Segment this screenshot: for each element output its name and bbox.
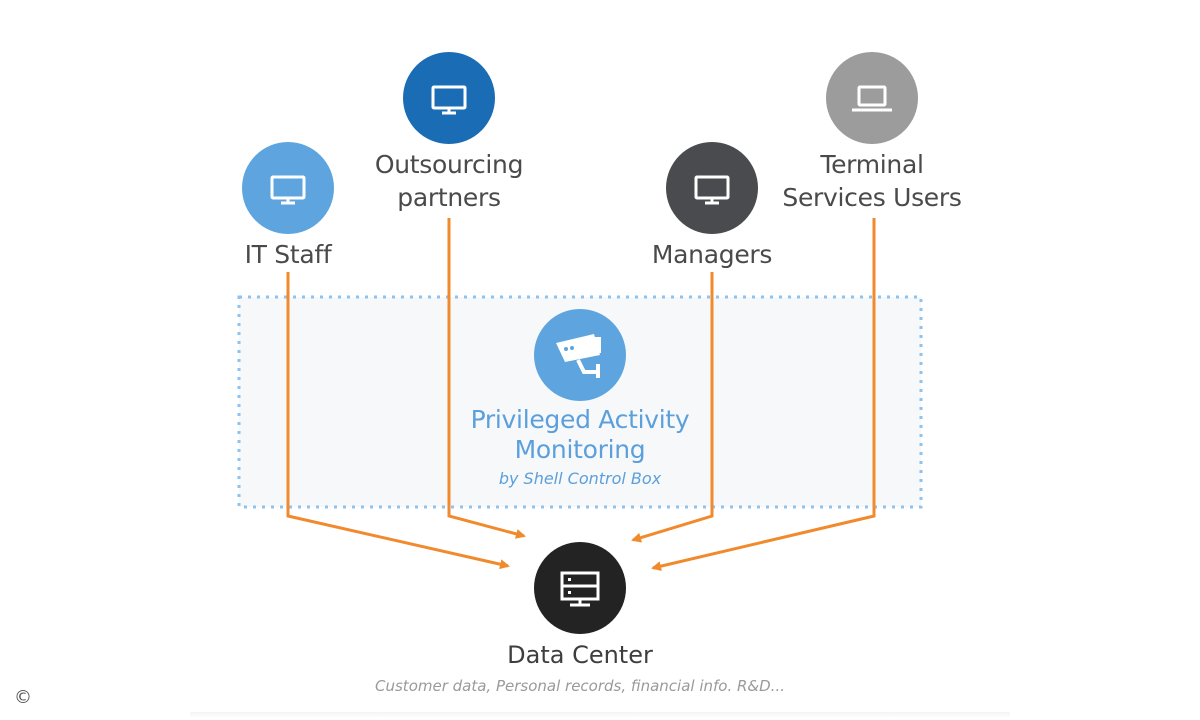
arrow-managers-to-data-center [631,272,714,543]
arrow-terminal-to-data-center [651,218,876,572]
data-center-subtitle: Customer data, Personal records, financi… [375,677,785,695]
data-center-node [534,542,626,634]
terminal-services-users-label: Terminal Services Users [752,148,992,214]
managers-label-line1: Managers [651,240,773,269]
managers-label: Managers [612,238,812,271]
copyright-symbol: © [14,687,32,708]
outsourcing-partners-node [403,52,495,144]
arrow-it-staff-to-data-center [286,272,510,570]
outsourcing-label-line1: Outsourcing [374,150,524,179]
monitor-icon [270,175,306,205]
arrow-outsourcing-to-data-center [447,218,526,539]
data-center-label: Data Center [507,641,653,669]
monitoring-title-line2: Monitoring [514,435,646,464]
outsourcing-label-line2: partners [397,183,501,212]
it-staff-label: IT Staff [188,238,388,271]
server-icon [560,571,600,607]
it-staff-node [242,142,334,234]
monitor-icon [431,85,467,115]
laptop-icon [852,85,892,112]
monitor-icon [694,175,730,205]
terminal-services-users-node [826,52,918,144]
managers-node [666,142,758,234]
monitoring-title-line1: Privileged Activity [470,405,690,434]
monitoring-title: Privileged Activity Monitoring [420,405,740,465]
monitoring-subtitle: by Shell Control Box [498,469,662,488]
outsourcing-partners-label: Outsourcing partners [339,148,559,214]
it-staff-label-line1: IT Staff [244,240,332,269]
terminal-label-line1: Terminal [820,150,924,179]
terminal-label-line2: Services Users [782,183,962,212]
bottom-shadow [190,712,1010,718]
security-camera-icon [556,334,601,378]
monitoring-node [534,309,626,401]
